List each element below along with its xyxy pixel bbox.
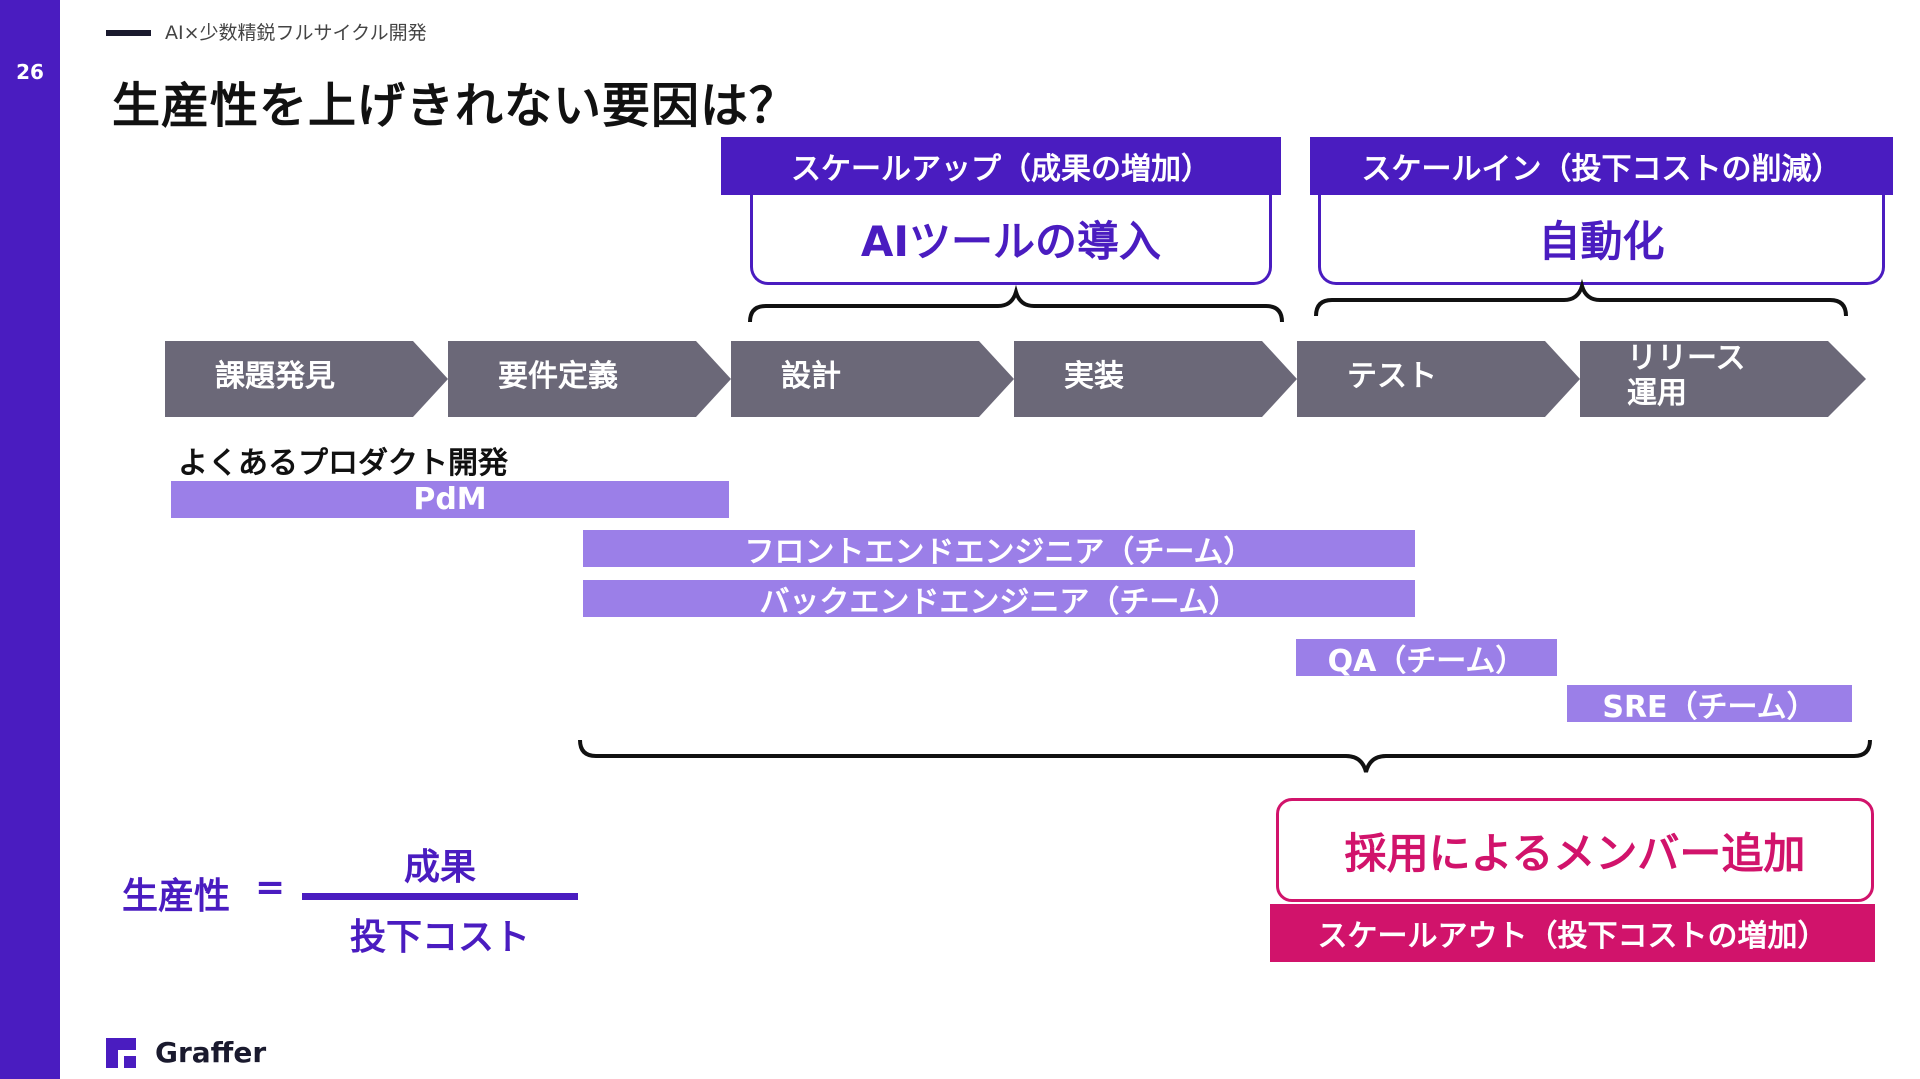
step-label-1: 課題発見 xyxy=(215,359,335,394)
step-arrow-4 xyxy=(1014,341,1297,417)
scale-up-header: スケールアップ（成果の増加） xyxy=(721,137,1281,195)
formula-productivity: 生産性 xyxy=(122,876,231,917)
kicker-bar xyxy=(106,30,151,36)
role-bar-frontend: フロントエンドエンジニア（チーム） xyxy=(583,530,1415,570)
role-bar-pdm: PdM xyxy=(171,481,729,518)
automation-box: 自動化 xyxy=(1318,195,1885,285)
left-accent-bar xyxy=(0,0,60,1079)
scale-out-bar: スケールアウト（投下コストの増加） xyxy=(1270,904,1875,962)
step-arrow-1 xyxy=(165,341,448,417)
role-bar-sre: SRE（チーム） xyxy=(1567,685,1852,725)
step-arrow-5 xyxy=(1297,341,1580,417)
brace-scale-out xyxy=(578,739,1872,773)
formula-numerator: 成果 xyxy=(403,847,476,888)
formula-equals: = xyxy=(255,867,286,908)
hiring-box: 採用によるメンバー追加 xyxy=(1276,798,1874,902)
page-title: 生産性を上げきれない要因は？ xyxy=(112,78,799,134)
brace-scale-in xyxy=(1314,278,1848,317)
formula-denominator: 投下コスト xyxy=(349,917,530,958)
brand-name: Graffer xyxy=(155,1036,267,1069)
step-label-3: 設計 xyxy=(781,359,841,394)
brace-scale-up xyxy=(748,284,1284,323)
step-arrow-6 xyxy=(1580,341,1866,417)
step-arrow-3 xyxy=(731,341,1014,417)
formula-fraction-line xyxy=(302,893,578,900)
role-bar-qa: QA（チーム） xyxy=(1296,639,1557,679)
scale-in-header: スケールイン（投下コストの削減） xyxy=(1310,137,1893,195)
step-label-5: テスト xyxy=(1347,359,1437,394)
ai-tool-box: AIツールの導入 xyxy=(750,195,1272,285)
typical-dev-label: よくあるプロダクト開発 xyxy=(178,446,508,481)
step-label-2: 要件定義 xyxy=(498,359,618,394)
page-number: 26 xyxy=(16,60,44,84)
step-arrow-2 xyxy=(448,341,731,417)
role-bar-backend: バックエンドエンジニア（チーム） xyxy=(583,580,1415,620)
step-label-4: 実装 xyxy=(1064,359,1124,394)
graffer-logo-icon xyxy=(106,1038,136,1068)
kicker-text: AI×少数精鋭フルサイクル開発 xyxy=(165,22,427,44)
step-label-6: リリース 運用 xyxy=(1627,341,1746,411)
